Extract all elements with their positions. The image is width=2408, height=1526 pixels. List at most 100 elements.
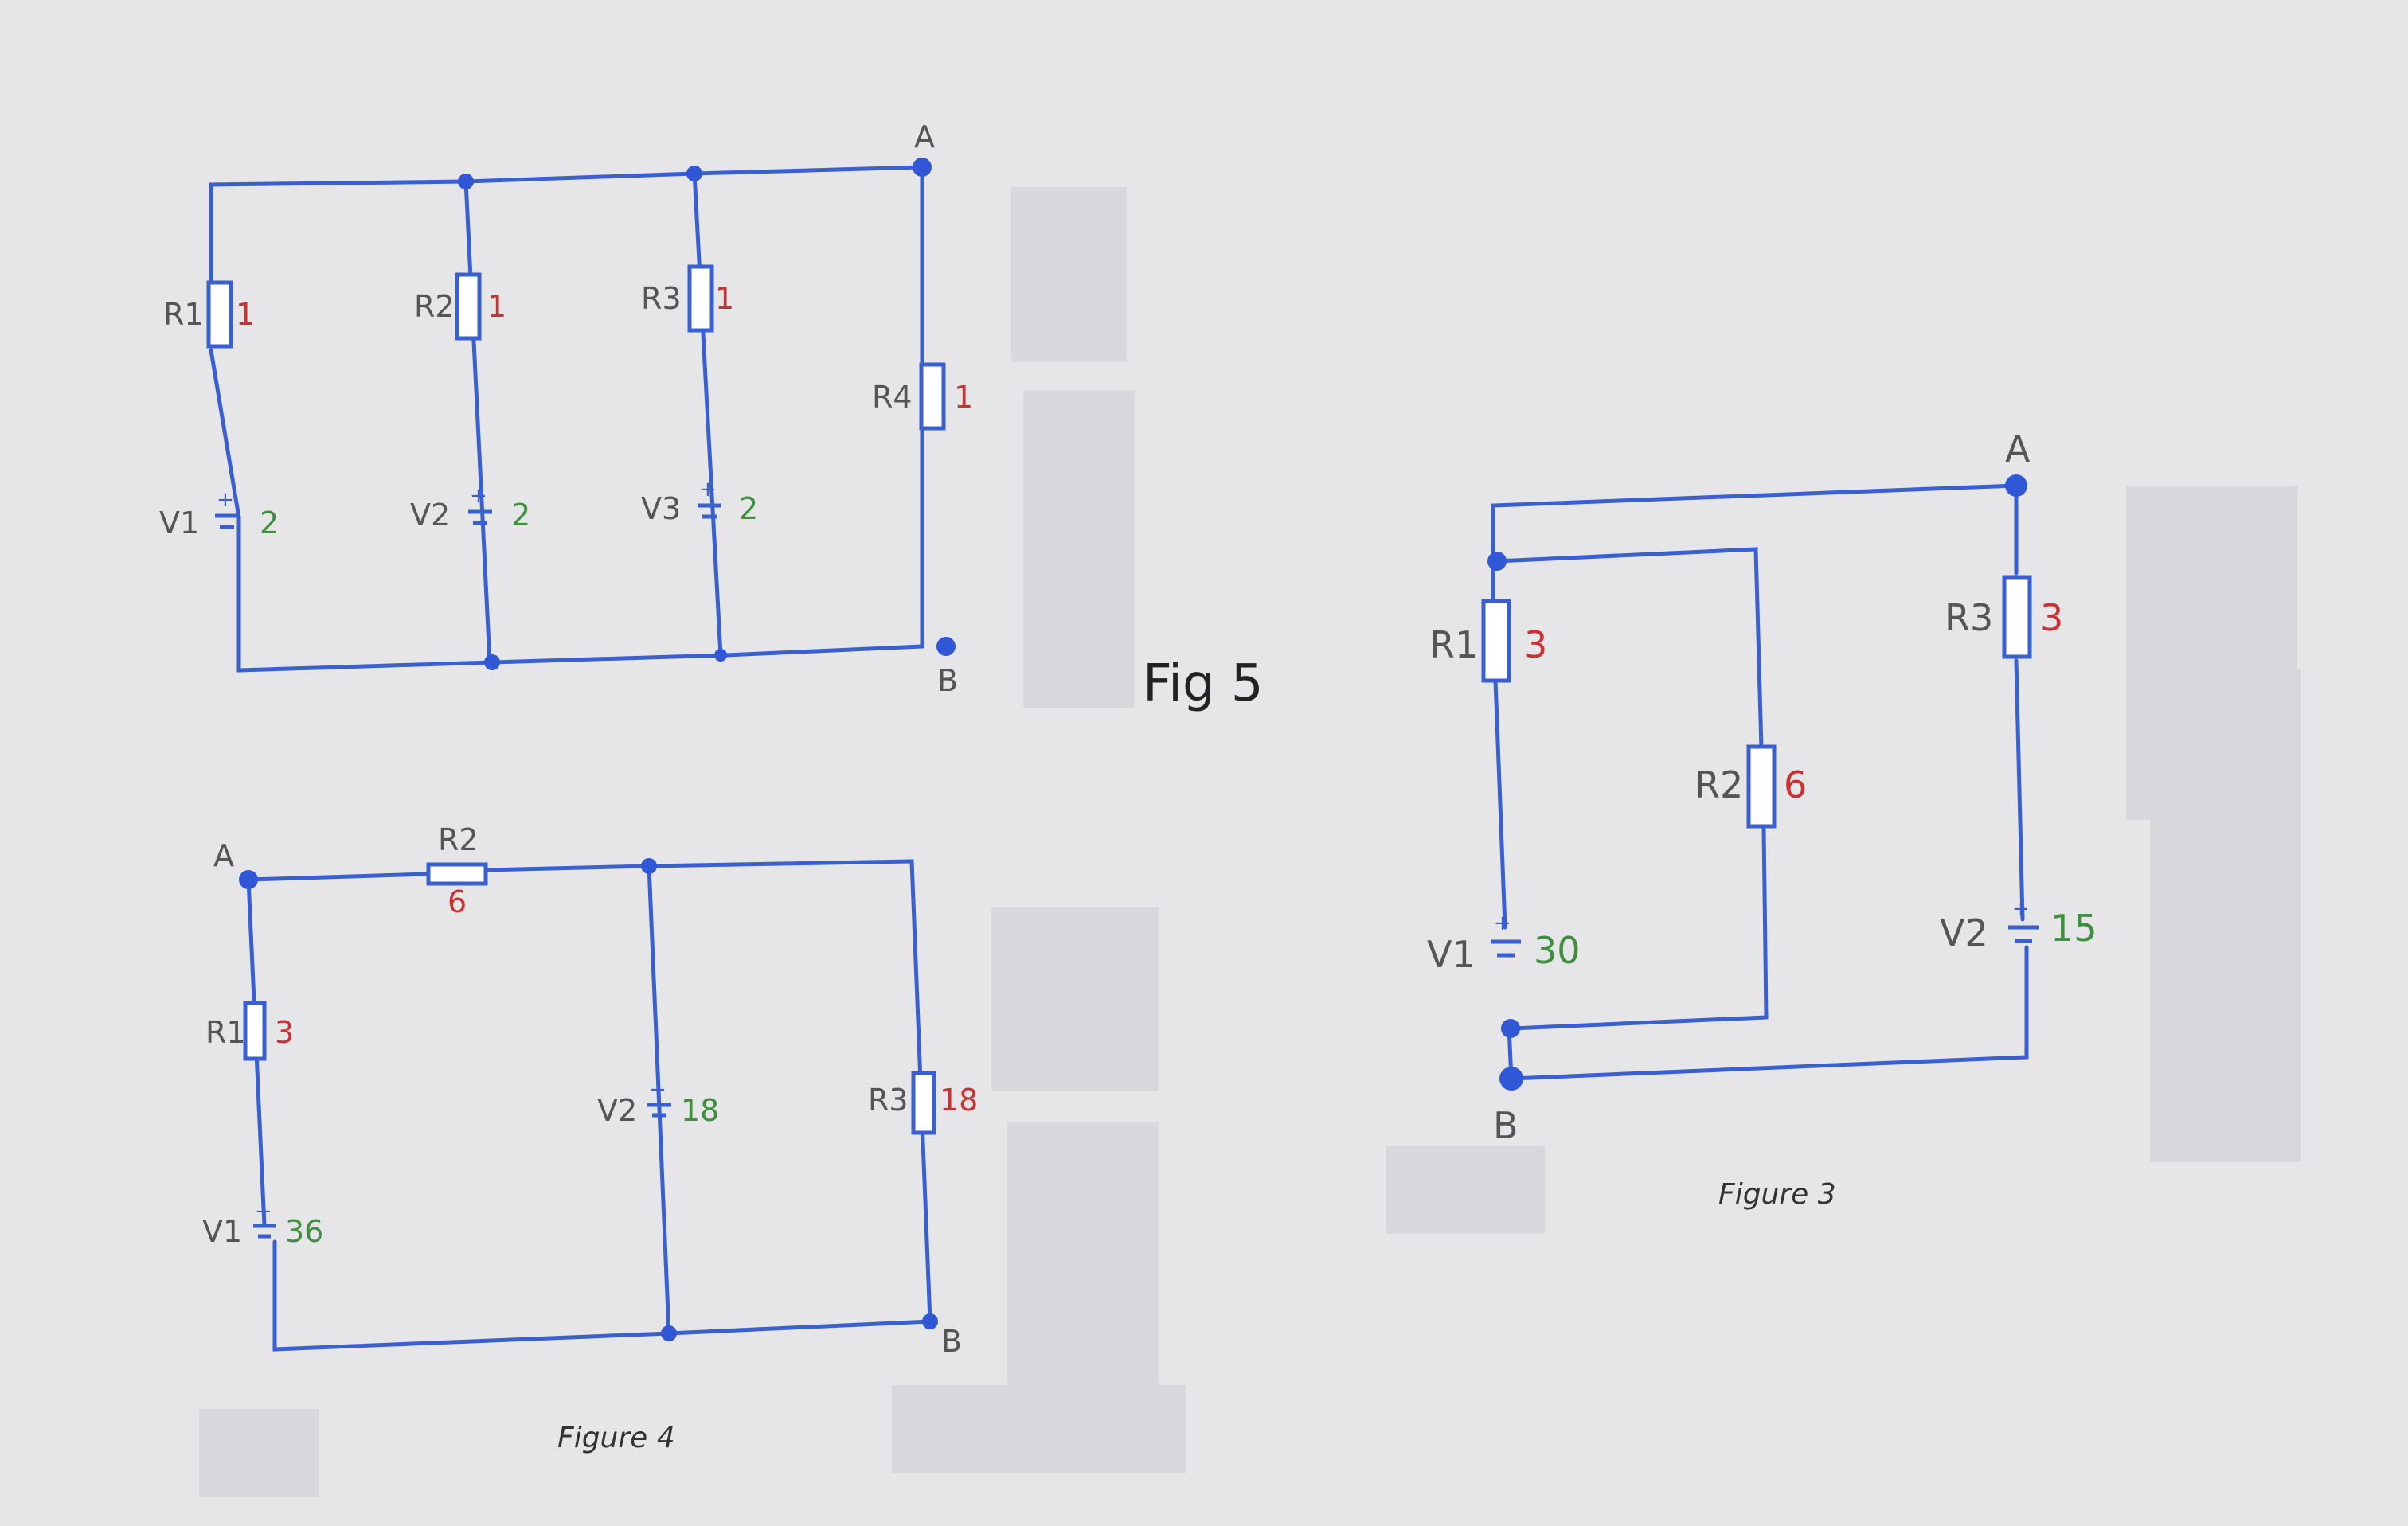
bg-block [2150,669,2301,1162]
resistor-r3 [911,1071,936,1135]
junction-node [686,166,702,181]
battery-v2: + [647,1078,671,1118]
wire-branch-1 [209,348,241,520]
resistor-r4 [919,362,946,431]
v1-name: V1 [1427,933,1476,976]
battery-v1: + [1491,911,1521,958]
r1-name: R1 [1429,623,1478,666]
v2-value: 2 [511,498,530,533]
v2-name: V2 [597,1093,637,1128]
wire-top-left [246,872,431,882]
v1-value: 2 [260,505,279,541]
node-a [2005,474,2027,497]
resistor-r3 [687,264,714,333]
resistor-r2 [455,272,482,341]
svg-text:+: + [217,488,234,512]
bg-block [1023,390,1135,708]
svg-text:+: + [649,1078,666,1102]
r2-name: R2 [1695,763,1743,806]
battery-v2: + [2008,897,2039,943]
r2-value: 6 [448,884,467,919]
v2-name: V2 [410,498,450,533]
r3-name: R3 [641,281,682,316]
r2-value: 1 [487,289,506,324]
node-b-label: B [941,1324,962,1359]
wire-inner-top [1495,547,1764,751]
r3-name: R3 [868,1083,909,1118]
junction-node [714,649,727,662]
junction-node [484,654,500,670]
wire-r1-v1 [1493,678,1507,930]
v1-name: V1 [159,505,199,541]
figure-3-caption: Figure 3 [1718,1178,1836,1211]
resistor-r2 [426,862,488,886]
r1-name: R1 [163,297,204,332]
resistor-r3 [2002,575,2032,659]
junction-node [1487,552,1507,571]
resistor-r1 [243,1001,267,1061]
svg-text:+: + [470,484,487,508]
r1-value: 1 [236,297,255,332]
v3-value: 2 [739,491,758,526]
v2-name: V2 [1940,911,1988,954]
r4-name: R4 [872,380,913,415]
r4-value: 1 [954,380,973,415]
battery-v1: + [215,488,239,529]
circuit-figure-4: + + A B R2 6 R1 3 R3 18 V1 36 V2 18 Figu… [202,822,978,1454]
v1-value: 36 [285,1214,323,1249]
node-b [936,637,956,656]
bg-block [991,907,1159,1091]
bg-block [199,1409,319,1497]
node-a [913,158,932,177]
v3-name: V3 [641,491,681,526]
wire-branch-2 [463,179,492,665]
r3-name: R3 [1945,596,1993,639]
wire-branch-3 [692,171,723,658]
battery-v1: + [253,1200,276,1239]
wire-r3-v2 [2014,658,2025,922]
node-a [239,870,258,889]
v2-value: 15 [2050,907,2097,950]
r2-name: R2 [414,289,455,324]
resistor-r2 [1746,744,1777,829]
r3-value: 1 [715,281,734,316]
node-b [922,1313,938,1329]
wire-outer-bottom [1507,945,2029,1081]
r1-value: 3 [1524,623,1547,666]
bg-block [1386,1146,1545,1234]
node-a-label: A [213,838,234,873]
node-b-label: B [1493,1104,1519,1147]
v2-value: 18 [681,1093,719,1128]
bg-block [1011,187,1127,362]
v1-name: V1 [202,1214,242,1249]
circuit-figure-3: + + A B R1 3 R2 6 R3 3 V1 30 V2 15 Figur… [1427,427,2097,1211]
r1-name: R1 [205,1015,246,1050]
wire-loop [209,165,924,673]
v1-value: 30 [1534,929,1581,972]
junction-node [641,858,657,874]
svg-text:+: + [255,1200,272,1224]
svg-text:+: + [699,478,717,502]
resistor-r1 [206,280,233,349]
r1-value: 3 [275,1015,294,1050]
wire-inner-bottom [1509,825,1769,1031]
svg-text:+: + [1494,911,1511,935]
r3-value: 18 [940,1083,978,1118]
page-title: Fig 5 [1143,654,1264,713]
wire-middle [647,864,671,1336]
r3-value: 3 [2040,596,2063,639]
bg-block [892,1385,1186,1473]
svg-text:+: + [2012,897,2030,921]
resistor-r1 [1481,599,1511,683]
junction-node [458,174,474,189]
circuit-top-left: + + + A B R1 1 R2 1 R3 1 R4 1 V1 2 V2 2 … [159,119,973,698]
junction-node [1501,1019,1520,1038]
figure-4-caption: Figure 4 [557,1422,675,1454]
battery-v3: + [698,478,721,519]
node-b-label: B [937,663,958,698]
node-a-label: A [914,119,935,154]
node-a-label: A [2005,427,2031,470]
r2-name: R2 [438,822,479,857]
